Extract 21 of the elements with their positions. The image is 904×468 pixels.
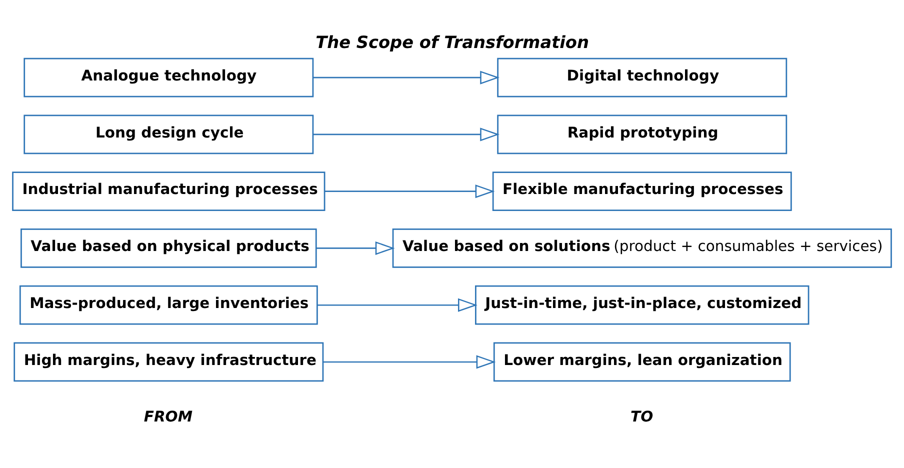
node-box: Value based on solutions (product + consumables + services) <box>392 228 892 268</box>
arrow <box>316 240 395 254</box>
arrow <box>313 70 500 84</box>
node-box: Lower margins, lean organization <box>493 342 791 382</box>
node-box: Rapid prototyping <box>497 114 788 154</box>
node-box: Mass-produced, large inventories <box>19 284 318 324</box>
node-box: Flexible manufacturing processes <box>492 171 792 210</box>
node-box: Industrial manufacturing processes <box>12 171 326 210</box>
node-box: High margins, heavy infrastructure <box>14 342 324 382</box>
node-box: Just-in-time, just-in-place, customized <box>475 284 810 324</box>
diagram-title: The Scope of Transformation <box>316 31 590 52</box>
node-box: Value based on physical products <box>20 228 317 268</box>
arrow <box>323 354 496 368</box>
arrow <box>313 127 500 141</box>
label: TO <box>630 408 654 426</box>
label: FROM <box>144 408 193 426</box>
node-box: Digital technology <box>497 57 788 97</box>
arrow <box>324 184 495 198</box>
node-box: Analogue technology <box>24 57 314 97</box>
node-box: Long design cycle <box>24 114 314 154</box>
arrow <box>317 298 478 312</box>
